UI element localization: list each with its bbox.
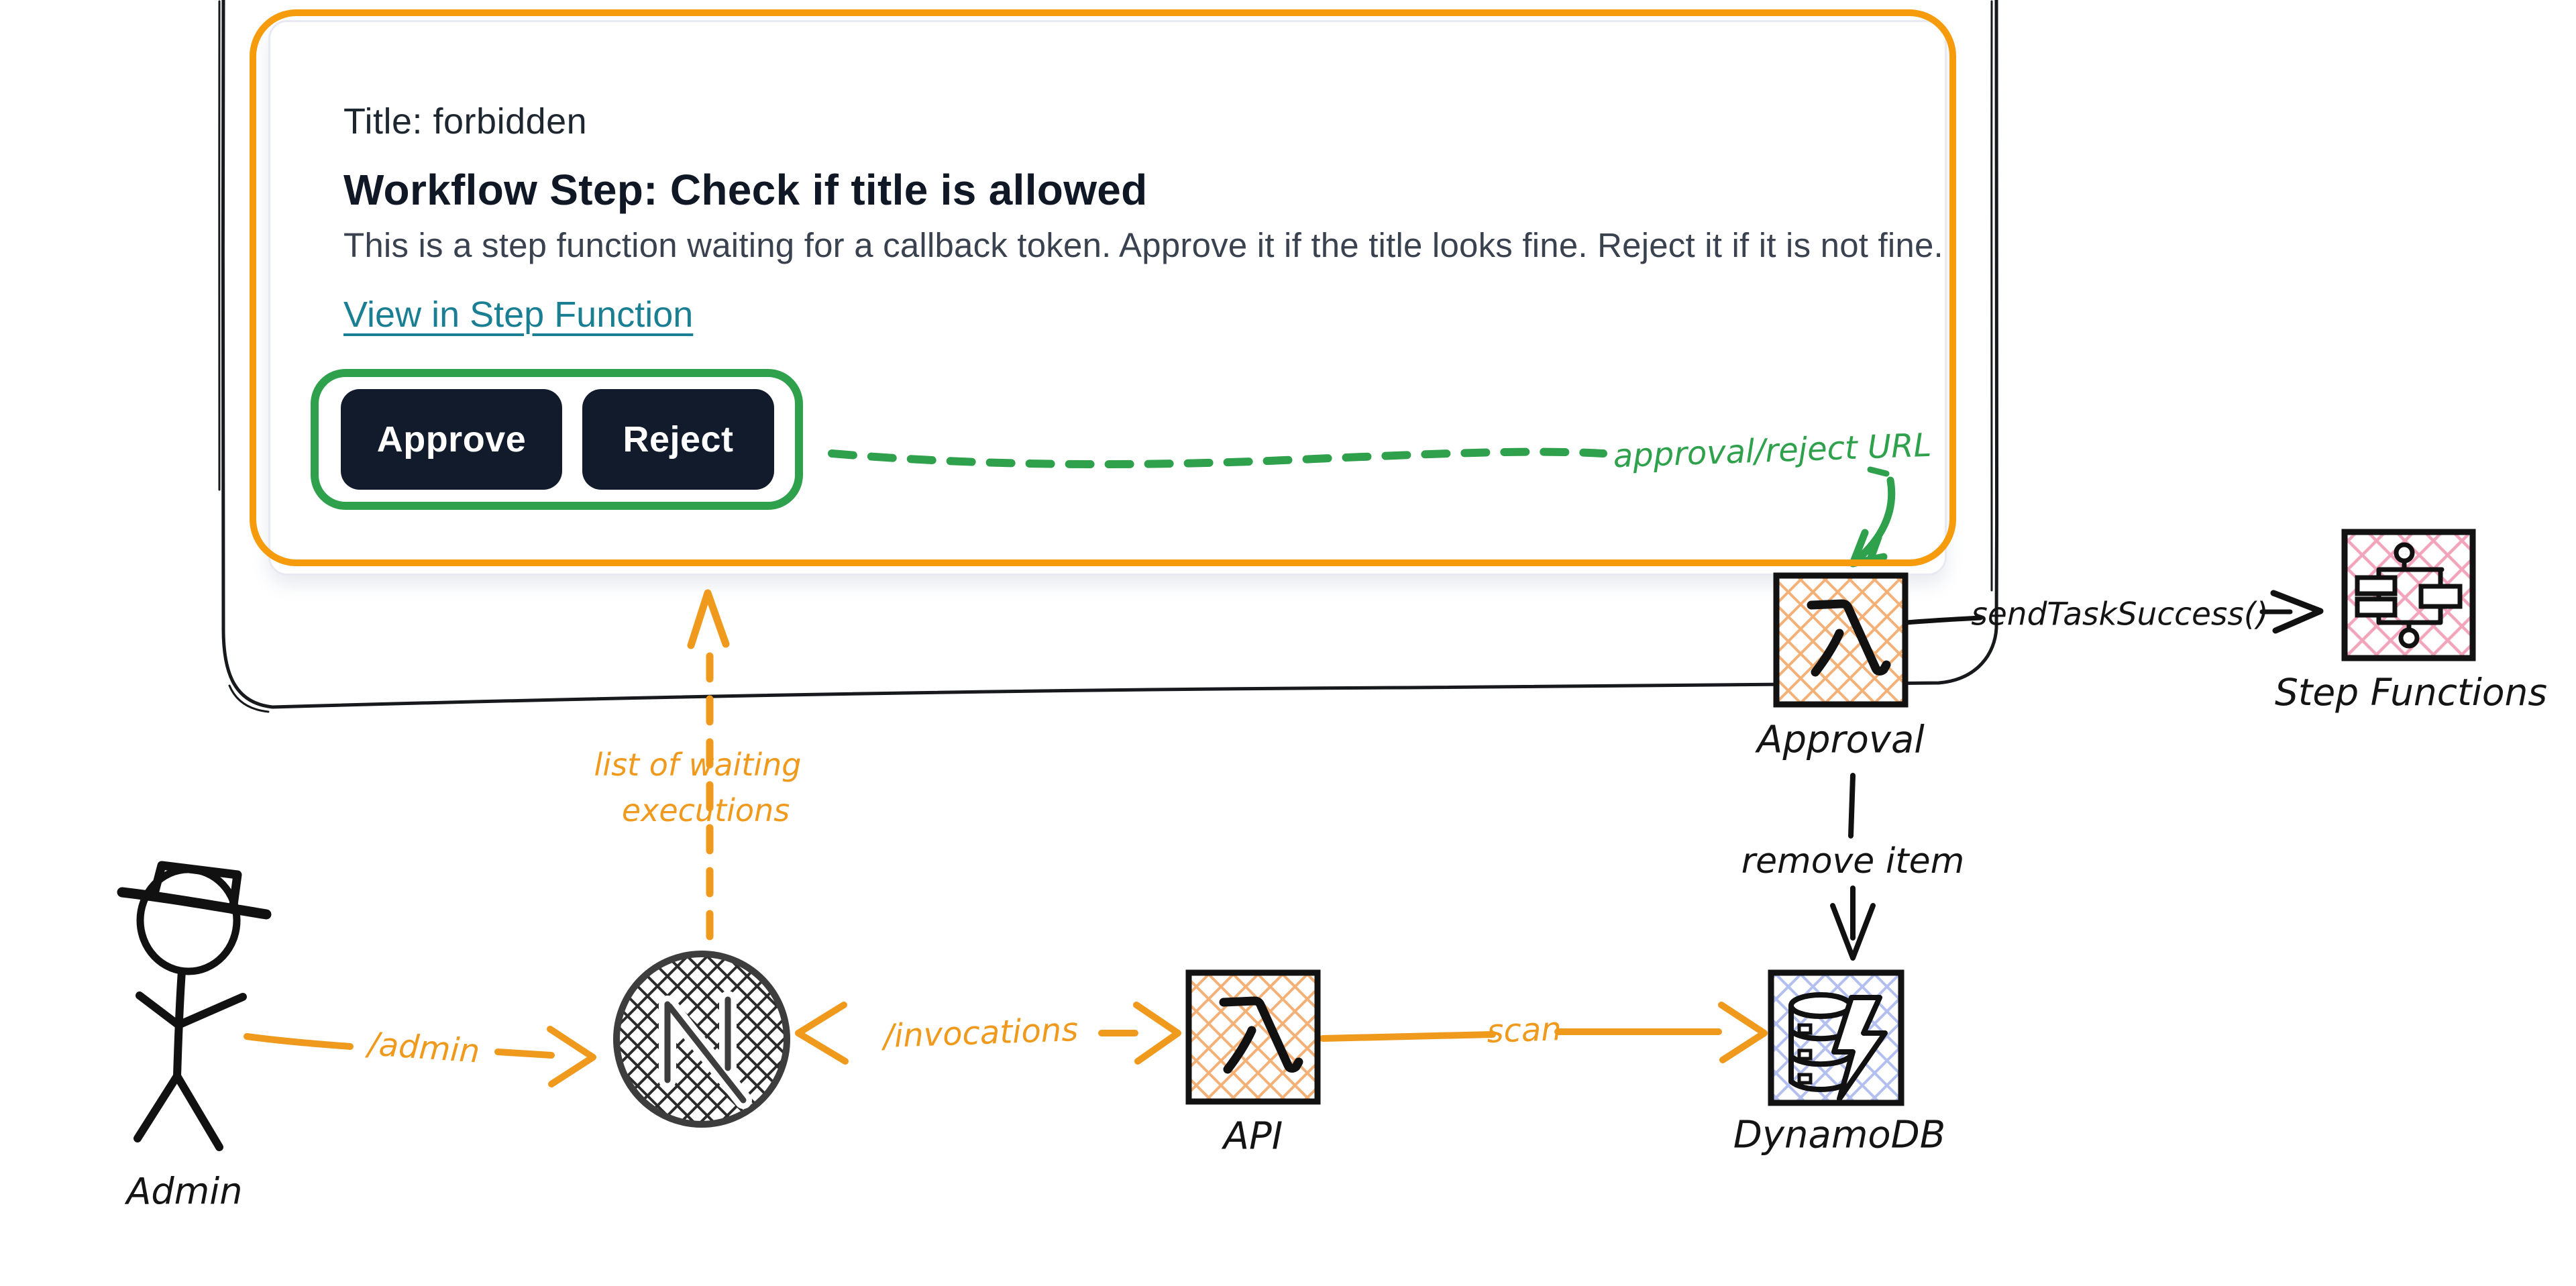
approval-url-annotation: approval/reject URL <box>1612 426 1933 476</box>
list-waiting-annotation-line1: list of waiting <box>594 747 802 783</box>
remove-item-annotation: remove item <box>1741 841 1965 881</box>
reject-button-label: Reject <box>623 419 734 460</box>
invocations-route-label: /invocations <box>882 1010 1079 1056</box>
admin-route-label: /admin <box>366 1025 482 1071</box>
send-task-success-annotation: sendTaskSuccess() <box>1971 596 2269 633</box>
step-functions-node-label: Step Functions <box>2274 671 2548 714</box>
dynamodb-node-label: DynamoDB <box>1733 1113 1946 1157</box>
approve-button-label: Approve <box>376 419 527 460</box>
workflow-description: This is a step function waiting for a ca… <box>343 226 1943 264</box>
workflow-step-heading: Workflow Step: Check if title is allowed <box>343 166 1148 214</box>
view-in-step-function-link[interactable]: View in Step Function <box>343 294 694 335</box>
scan-label: scan <box>1486 1010 1562 1051</box>
reject-button[interactable]: Reject <box>582 389 774 490</box>
approve-button[interactable]: Approve <box>341 389 562 490</box>
workflow-title-line: Title: forbidden <box>343 101 588 142</box>
list-waiting-annotation-line2: executions <box>621 792 790 828</box>
admin-node-label: Admin <box>126 1170 243 1213</box>
approval-node-label: Approval <box>1757 718 1925 762</box>
api-node-label: API <box>1223 1114 1283 1159</box>
